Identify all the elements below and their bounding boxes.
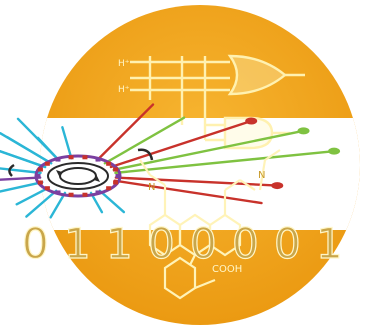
ring-bead bbox=[113, 167, 119, 172]
radiating-wire bbox=[112, 129, 305, 172]
ring-bead bbox=[37, 180, 43, 185]
radiating-wire bbox=[0, 150, 47, 169]
ring-bead bbox=[35, 174, 41, 178]
ring-bead bbox=[82, 155, 88, 160]
rotation-arrow-icon bbox=[56, 170, 62, 178]
ring-beads bbox=[35, 155, 121, 197]
ring-bead bbox=[113, 180, 119, 185]
ring-bead bbox=[106, 161, 112, 166]
ring-bead bbox=[95, 157, 101, 162]
radiating-wire bbox=[0, 176, 42, 181]
gate-input-labels: H⁺ H⁺ bbox=[118, 59, 130, 95]
radiating-wires bbox=[0, 103, 341, 219]
radiating-wire bbox=[0, 180, 44, 193]
curved-arrow-icon bbox=[8, 163, 15, 177]
radiating-wire bbox=[109, 119, 253, 169]
chem-label-n: N bbox=[148, 182, 155, 193]
binary-digit: 0 bbox=[148, 219, 177, 268]
ring-bead bbox=[44, 186, 50, 191]
radiating-wire bbox=[114, 176, 279, 187]
radiating-wire bbox=[114, 149, 336, 175]
binary-digit: 0 bbox=[274, 219, 303, 268]
wire-end-ball bbox=[297, 127, 310, 135]
wire-end-ball bbox=[245, 117, 258, 125]
radiating-wire bbox=[49, 191, 67, 219]
wire-end-ball bbox=[271, 182, 284, 190]
ring-bead bbox=[68, 155, 74, 160]
radiating-wire bbox=[36, 136, 61, 162]
curved-arrow-icon bbox=[137, 148, 154, 161]
rotation-arrow-icon bbox=[94, 174, 100, 182]
molecule-labels: N N COOH bbox=[148, 170, 265, 275]
radiating-wire bbox=[103, 116, 186, 165]
ring-bead bbox=[55, 157, 61, 162]
radiating-wire bbox=[15, 186, 51, 206]
radiating-wire bbox=[61, 126, 73, 160]
gate-label-2: H⁺ bbox=[118, 85, 130, 95]
radiating-wire bbox=[25, 189, 58, 218]
molecule-skeleton bbox=[139, 149, 281, 300]
radiating-wire bbox=[98, 189, 126, 214]
radiating-wire bbox=[6, 135, 53, 165]
chem-label-n: N bbox=[258, 170, 265, 181]
binary-digit: 1 bbox=[64, 219, 93, 268]
ring-bead bbox=[44, 161, 50, 166]
cooh-label: COOH bbox=[212, 264, 242, 275]
binary-digit: 1 bbox=[316, 219, 345, 268]
binary-digit: 0 bbox=[22, 219, 51, 268]
binary-digit: 0 bbox=[232, 219, 261, 268]
radiating-wire bbox=[113, 179, 263, 205]
wire-end-ball bbox=[328, 147, 341, 155]
binary-digit: 0 bbox=[190, 219, 219, 268]
gate-label-1: H⁺ bbox=[118, 59, 130, 69]
ring-bead bbox=[82, 192, 88, 197]
ring-bead bbox=[55, 190, 61, 195]
ring-bead bbox=[115, 174, 121, 178]
ring-bead bbox=[106, 186, 112, 191]
radiating-wire bbox=[0, 167, 42, 175]
ring-bead bbox=[68, 192, 74, 197]
radiating-wire bbox=[95, 103, 155, 162]
ring-bead bbox=[95, 190, 101, 195]
ring-bead bbox=[37, 167, 43, 172]
binary-digit: 1 bbox=[106, 219, 135, 268]
